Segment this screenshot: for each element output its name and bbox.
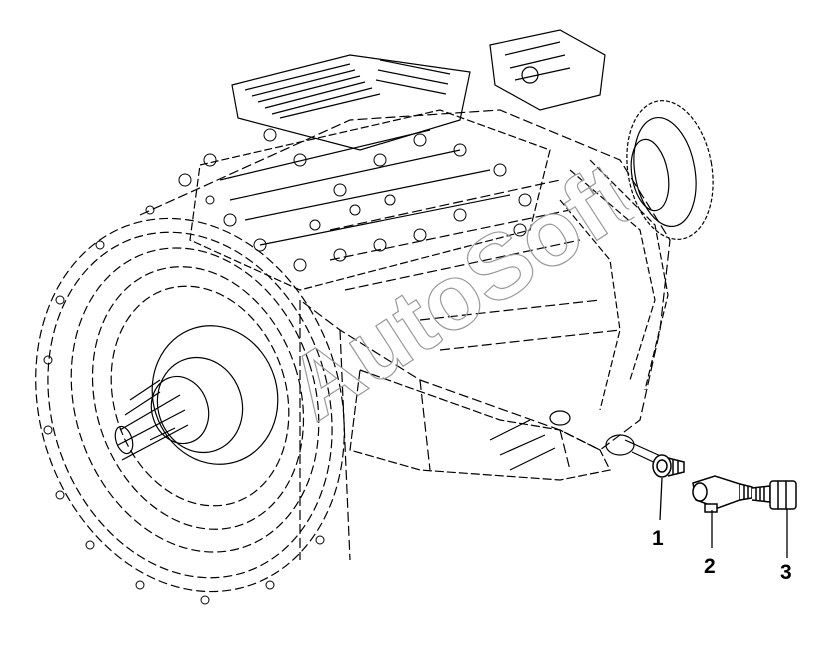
side-ribs — [559, 159, 669, 411]
bell-housing — [35, 217, 345, 593]
callout-3: 3 — [780, 561, 792, 584]
part-2-connector[interactable] — [692, 475, 753, 513]
gearbox-case — [139, 109, 671, 561]
oil-pan — [349, 369, 611, 481]
input-shaft — [114, 325, 279, 465]
top-cover — [489, 29, 606, 111]
part-3-plug[interactable] — [751, 480, 797, 510]
valve-body — [189, 54, 551, 291]
flange-bolts — [43, 195, 325, 605]
part-1-sensor[interactable] — [652, 454, 685, 478]
callout-1: 1 — [652, 527, 664, 550]
leader-line-1 — [659, 477, 663, 521]
valve-body-bolts — [178, 128, 532, 272]
callout-2: 2 — [704, 555, 716, 578]
output-flange — [626, 100, 714, 240]
